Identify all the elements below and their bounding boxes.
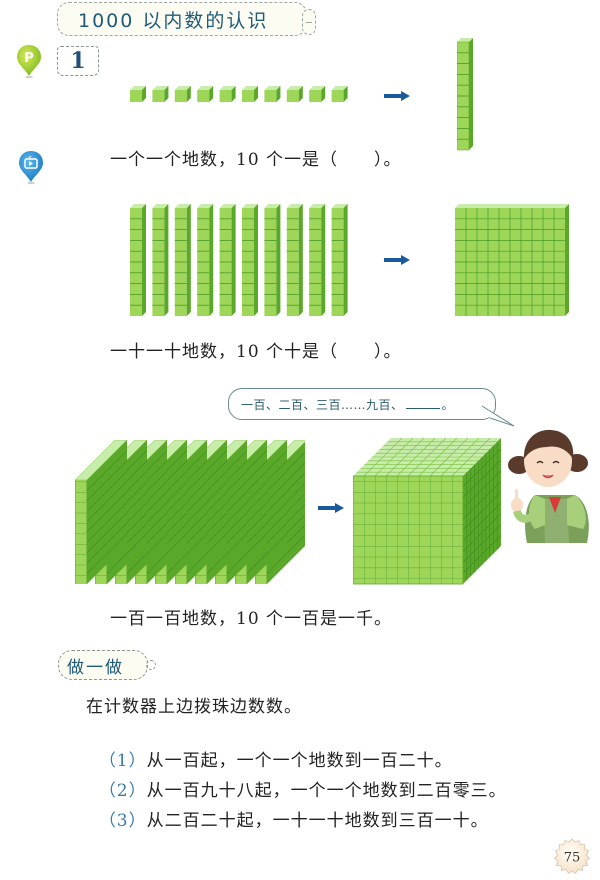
practice-item-text: 从一百九十八起，一个一个地数到二百零三。 — [146, 781, 507, 801]
svg-text:P: P — [24, 51, 34, 66]
practice-item-number: （2） — [98, 781, 147, 801]
ten-rods-row — [130, 204, 349, 317]
p-pin-icon[interactable]: P — [16, 44, 42, 78]
practice-intro: 在计数器上边拨珠边数数。 — [86, 697, 302, 717]
video-pin-icon[interactable] — [18, 150, 44, 184]
caption-tens: 一十一十地数，10 个十是（ ）。 — [110, 342, 402, 362]
page-number-badge: 75 — [554, 838, 590, 874]
arrow-right-icon — [318, 503, 344, 513]
practice-label-dot — [146, 660, 156, 670]
arrow-right-icon — [384, 91, 410, 101]
title-tab-decoration — [302, 9, 316, 35]
chapter-title: 1000 以内数的认识 — [57, 2, 307, 36]
caption-hundreds: 一百一百地数，10 个一百是一千。 — [110, 609, 393, 629]
speech-bubble-text: 一百、二百、三百……九百、 — [241, 397, 404, 412]
hundred-flat — [455, 204, 569, 316]
page-number: 75 — [564, 851, 581, 866]
thousand-cube — [353, 438, 501, 585]
girl-illustration — [508, 429, 589, 543]
practice-item-number: （3） — [98, 811, 147, 831]
practice-item: （3）从二百二十起，一十一十地数到三百一十。 — [86, 786, 489, 831]
speech-bubble-tail — [481, 405, 515, 427]
practice-item-text: 从二百二十起，一十一十地数到三百一十。 — [146, 811, 489, 831]
speech-bubble: 一百、二百、三百……九百、 。 — [228, 388, 496, 420]
unit-cubes-row — [130, 86, 348, 102]
caption-ones: 一个一个地数，10 个一是（ ）。 — [110, 150, 402, 170]
practice-item-number: （1） — [98, 751, 147, 771]
practice-item: （2）从一百九十八起，一个一个地数到二百零三。 — [86, 756, 507, 801]
example-number: 1 — [57, 46, 99, 76]
hundred-flats-row — [75, 440, 305, 585]
arrow-right-icon — [384, 255, 410, 265]
speech-bubble-end: 。 — [441, 397, 455, 412]
ten-rod — [457, 38, 473, 151]
practice-item-text: 从一百起，一个一个地数到一百二十。 — [146, 751, 453, 771]
answer-blank — [405, 399, 440, 409]
practice-label: 做一做 — [58, 650, 148, 680]
practice-item: （1）从一百起，一个一个地数到一百二十。 — [86, 726, 453, 771]
